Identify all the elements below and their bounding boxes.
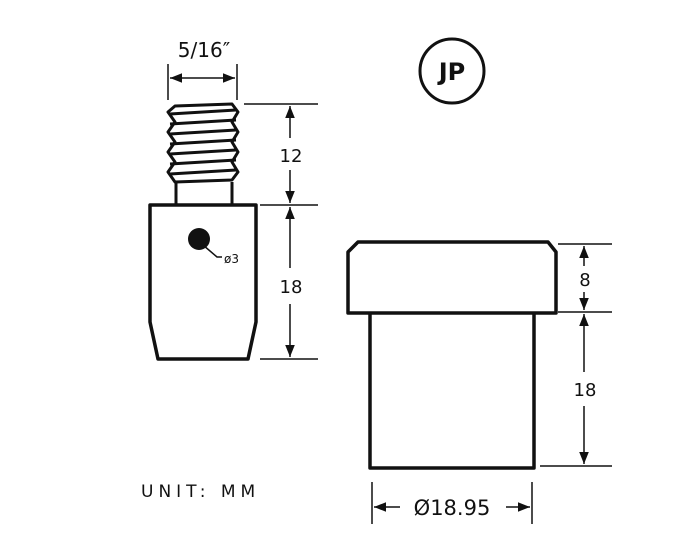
thread-crests (169, 108, 237, 176)
jp-badge (418, 37, 486, 105)
foot-body-height-label: 18 (574, 380, 597, 401)
foot-body (368, 313, 536, 470)
foot-cap (346, 240, 558, 315)
thread-size-label: 5/16″ (178, 38, 230, 62)
unit-note: UNIT: MM (141, 482, 260, 502)
side-hole (188, 228, 210, 250)
screw-height-dimensions (244, 103, 318, 360)
cap-height-label: 8 (579, 270, 590, 291)
foot-height-dimensions (540, 243, 612, 467)
jp-badge-text: JP (437, 58, 466, 86)
foot-diameter-dimension (371, 482, 533, 524)
thread-outline (166, 102, 240, 184)
screw-body (148, 203, 258, 361)
hole-diameter-label: ø3 (224, 252, 239, 266)
thread-length-label: 12 (280, 146, 303, 167)
thread-neck (174, 182, 234, 204)
body-length-label: 18 (280, 277, 303, 298)
hole-leader (202, 244, 222, 258)
foot-diameter-label: Ø18.95 (414, 496, 491, 520)
thread-size-dimension (167, 64, 238, 100)
threaded-stud (166, 102, 240, 204)
